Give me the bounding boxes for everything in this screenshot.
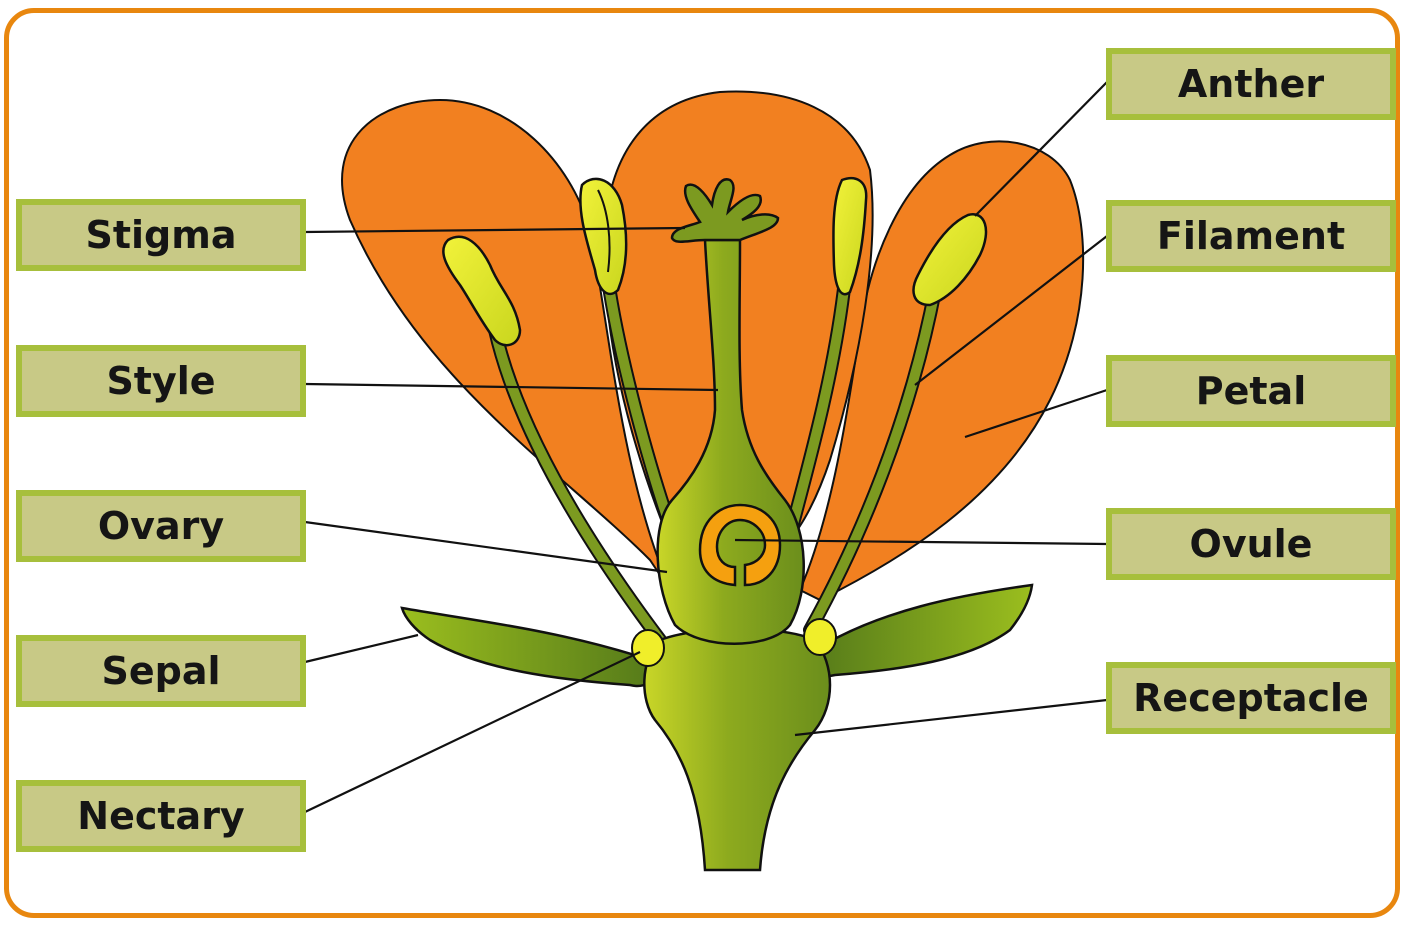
- label-stigma-text: Stigma: [85, 213, 237, 257]
- label-nectary: Nectary: [16, 780, 306, 852]
- nectary-right: [803, 618, 837, 656]
- leader-nectary: [304, 651, 641, 813]
- stigma-lobes: [670, 178, 780, 243]
- ovule: [698, 503, 782, 587]
- label-anther-text: Anther: [1177, 62, 1325, 106]
- label-ovule: Ovule: [1106, 508, 1396, 580]
- nectary-left: [631, 629, 665, 667]
- sepal-left: [400, 606, 656, 688]
- leader-ovule: [734, 538, 1108, 546]
- label-style-text: Style: [106, 359, 216, 403]
- leader-lines: [304, 81, 1108, 813]
- label-ovule-text: Ovule: [1189, 522, 1313, 566]
- leader-ovary: [304, 520, 668, 574]
- leader-receptacle: [794, 698, 1108, 737]
- leader-petal: [964, 388, 1108, 439]
- label-receptacle-text: Receptacle: [1133, 676, 1369, 720]
- label-ovary-text: Ovary: [97, 504, 225, 548]
- anther-left-inner: [579, 177, 628, 296]
- leader-anther: [974, 81, 1108, 217]
- label-nectary-text: Nectary: [77, 794, 245, 838]
- leader-stigma: [304, 226, 686, 234]
- leader-filament: [914, 235, 1108, 386]
- label-ovary: Ovary: [16, 490, 306, 562]
- label-filament: Filament: [1106, 200, 1396, 272]
- label-sepal-text: Sepal: [101, 649, 221, 693]
- anther-left-outer: [442, 235, 522, 347]
- anther-right-outer: [912, 212, 988, 307]
- label-filament-text: Filament: [1156, 214, 1346, 258]
- label-style: Style: [16, 345, 306, 417]
- label-sepal: Sepal: [16, 635, 306, 707]
- leader-sepal: [304, 633, 419, 664]
- label-receptacle: Receptacle: [1106, 662, 1396, 734]
- label-stigma: Stigma: [16, 199, 306, 271]
- anther-right-inner: [832, 176, 868, 296]
- leader-style: [304, 382, 719, 392]
- label-anther: Anther: [1106, 48, 1396, 120]
- label-petal: Petal: [1106, 355, 1396, 427]
- receptacle: [643, 627, 832, 872]
- sepal-right: [809, 583, 1034, 678]
- label-petal-text: Petal: [1195, 369, 1307, 413]
